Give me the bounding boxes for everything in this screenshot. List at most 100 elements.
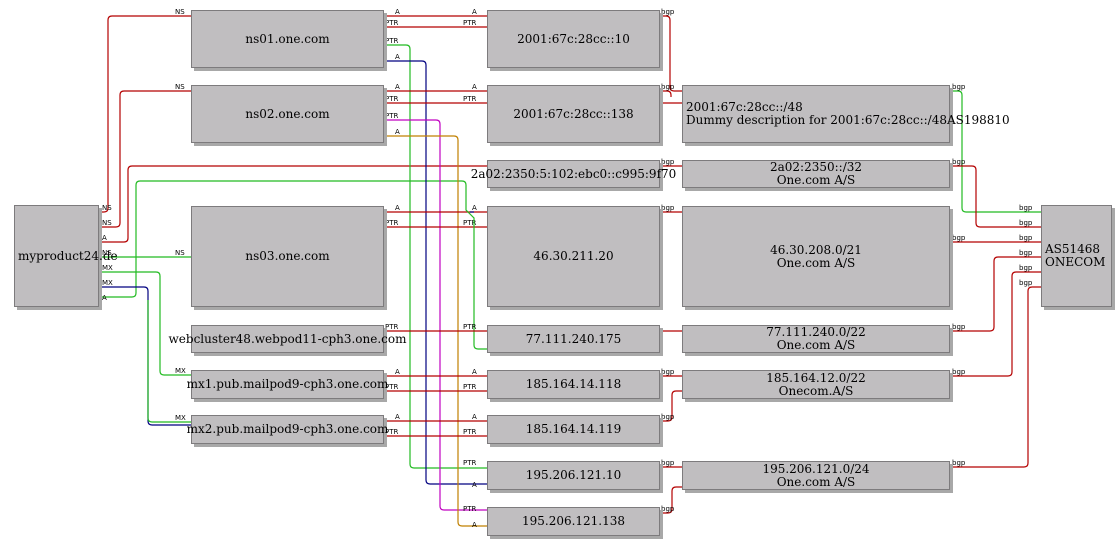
node-ip-2001-10[interactable]: 2001:67c:28cc::10 bbox=[487, 10, 660, 68]
edge-40 bbox=[951, 286, 1041, 468]
edge-18 bbox=[465, 206, 487, 350]
label-ns: NS bbox=[175, 249, 185, 257]
node-ns03[interactable]: ns03.one.com bbox=[191, 206, 384, 307]
label-a: A bbox=[472, 368, 477, 376]
label-ptr: PTR bbox=[385, 383, 398, 391]
edge-25 bbox=[661, 15, 682, 92]
label-bgp: bgp bbox=[661, 83, 675, 91]
node-domain[interactable]: myproduct24.de bbox=[14, 205, 118, 307]
label-bgp: bgp bbox=[1019, 204, 1033, 212]
node-asn-line2: ONECOM bbox=[1045, 255, 1106, 269]
node-prefix-46-30-208-0[interactable]: 46.30.208.0/21 One.com A/S bbox=[682, 206, 950, 307]
node-prefix-195-line2: One.com A/S bbox=[776, 474, 856, 489]
node-prefix-77-111-240-0[interactable]: 77.111.240.0/22 One.com A/S bbox=[682, 325, 950, 353]
node-ip-46-30-211-20[interactable]: 46.30.211.20 bbox=[487, 206, 660, 307]
label-ptr: PTR bbox=[385, 323, 398, 331]
node-ip-77-111-240-175[interactable]: 77.111.240.175 bbox=[487, 325, 660, 353]
label-a: A bbox=[102, 294, 107, 302]
label-ptr: PTR bbox=[385, 95, 398, 103]
node-prefix-185-line1: 185.164.12.0/22 bbox=[766, 370, 866, 385]
node-prefix-2001-48-line1: 2001:67c:28cc::/48 bbox=[686, 100, 803, 114]
label-a: A bbox=[472, 204, 477, 212]
edge-34 bbox=[661, 486, 682, 514]
label-bgp: bgp bbox=[952, 83, 966, 91]
label-bgp: bgp bbox=[661, 204, 675, 212]
label-mx: MX bbox=[175, 414, 186, 422]
edge-36 bbox=[951, 165, 1041, 228]
edge-4 bbox=[100, 180, 467, 298]
label-bgp: bgp bbox=[952, 234, 966, 242]
label-bgp: bgp bbox=[661, 505, 675, 513]
edge-35 bbox=[951, 90, 1041, 213]
label-a: A bbox=[472, 413, 477, 421]
label-a: A bbox=[395, 53, 400, 61]
label-ptr: PTR bbox=[385, 428, 398, 436]
node-mx2[interactable]: mx2.pub.mailpod9-cph3.one.com bbox=[187, 415, 388, 444]
label-bgp: bgp bbox=[952, 459, 966, 467]
label-a: A bbox=[395, 128, 400, 136]
node-ip-195-206-121-138[interactable]: 195.206.121.138 bbox=[487, 507, 660, 536]
edge-1 bbox=[100, 90, 191, 228]
label-bgp: bgp bbox=[1019, 234, 1033, 242]
edge-3 bbox=[100, 165, 487, 243]
node-webcluster-label: webcluster48.webpod11-cph3.one.com bbox=[168, 331, 407, 346]
edge-6 bbox=[100, 286, 191, 426]
node-webcluster[interactable]: webcluster48.webpod11-cph3.one.com bbox=[169, 325, 407, 353]
node-ip-2001-138[interactable]: 2001:67c:28cc::138 bbox=[487, 85, 660, 143]
node-ip-185-118-label: 185.164.14.118 bbox=[525, 377, 622, 391]
label-a: A bbox=[472, 481, 477, 489]
node-prefix-195-206-121-0[interactable]: 195.206.121.0/24 One.com A/S bbox=[682, 461, 950, 490]
node-ns02[interactable]: ns02.one.com bbox=[191, 85, 384, 143]
label-bgp: bgp bbox=[661, 8, 675, 16]
node-ip-2001-138-label: 2001:67c:28cc::138 bbox=[513, 106, 634, 121]
label-ptr: PTR bbox=[385, 219, 398, 227]
label-a: A bbox=[472, 8, 477, 16]
node-ip-185-164-14-118[interactable]: 185.164.14.118 bbox=[487, 370, 660, 399]
node-ip-195-206-121-10[interactable]: 195.206.121.10 bbox=[487, 461, 660, 490]
edge-14 bbox=[385, 119, 487, 511]
edge-26 bbox=[661, 90, 672, 97]
node-prefix-2a02-32[interactable]: 2a02:2350::/32 One.com A/S bbox=[682, 160, 950, 188]
node-ip-2a02-9f70[interactable]: 2a02:2350:5:102:ebc0::c995:9f70 bbox=[471, 160, 676, 188]
label-ns: NS bbox=[102, 219, 112, 227]
label-a: A bbox=[472, 521, 477, 529]
label-ptr: PTR bbox=[463, 219, 476, 227]
node-asn[interactable]: AS51468 ONECOM bbox=[1041, 205, 1112, 307]
edge-11 bbox=[385, 60, 487, 485]
label-bgp: bgp bbox=[1019, 249, 1033, 257]
label-a: A bbox=[395, 413, 400, 421]
node-prefix-195-line1: 195.206.121.0/24 bbox=[762, 461, 870, 476]
label-a: A bbox=[472, 83, 477, 91]
label-ptr: PTR bbox=[463, 505, 476, 513]
node-prefix-185-164-12-0[interactable]: 185.164.12.0/22 Onecom.A/S bbox=[682, 370, 950, 399]
node-ip-195-10-label: 195.206.121.10 bbox=[525, 468, 622, 482]
label-mx: MX bbox=[102, 264, 113, 272]
edge-0 bbox=[100, 15, 191, 213]
node-prefix-2001-48[interactable]: 2001:67c:28cc::/48 Dummy description for… bbox=[682, 85, 1010, 143]
label-ptr: PTR bbox=[463, 383, 476, 391]
node-ip-46-label: 46.30.211.20 bbox=[533, 249, 614, 263]
label-bgp: bgp bbox=[952, 368, 966, 376]
node-ip-2a02-9f70-label: 2a02:2350:5:102:ebc0::c995:9f70 bbox=[470, 166, 677, 181]
label-ns: NS bbox=[175, 83, 185, 91]
node-ns03-label: ns03.one.com bbox=[245, 249, 330, 263]
node-prefix-77-line1: 77.111.240.0/22 bbox=[766, 325, 866, 339]
label-ptr: PTR bbox=[463, 323, 476, 331]
label-a: A bbox=[395, 368, 400, 376]
node-mx2-label: mx2.pub.mailpod9-cph3.one.com bbox=[186, 422, 389, 436]
label-ptr: PTR bbox=[463, 19, 476, 27]
edge-39 bbox=[951, 271, 1041, 377]
label-a: A bbox=[395, 83, 400, 91]
label-mx: MX bbox=[175, 367, 186, 375]
node-ns01[interactable]: ns01.one.com bbox=[191, 10, 384, 68]
edge-10 bbox=[385, 44, 487, 469]
node-mx1[interactable]: mx1.pub.mailpod9-cph3.one.com bbox=[187, 370, 388, 399]
edge-38 bbox=[951, 256, 1041, 332]
label-ptr: PTR bbox=[385, 37, 398, 45]
node-ip-185-164-14-119[interactable]: 185.164.14.119 bbox=[487, 415, 660, 444]
node-prefix-46-line1: 46.30.208.0/21 bbox=[770, 242, 862, 257]
label-mx: MX bbox=[102, 279, 113, 287]
label-a: A bbox=[102, 234, 107, 242]
